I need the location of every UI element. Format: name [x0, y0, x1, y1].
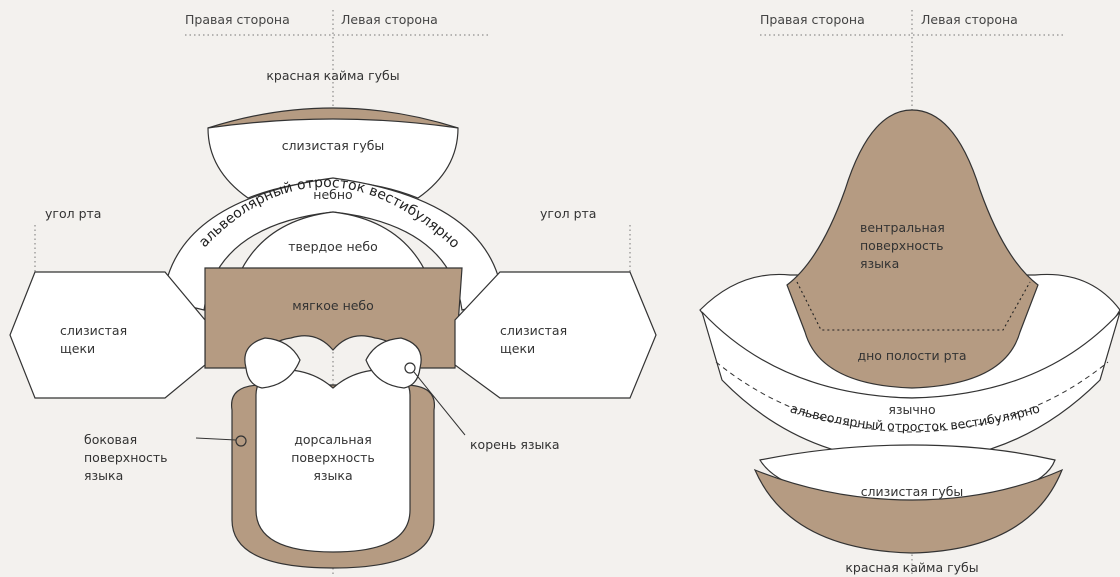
tongue-dorsal-line3: языка [313, 468, 352, 483]
left-header-right-side: Правая сторона [185, 12, 290, 27]
tongue-ventral-line2: поверхность [860, 238, 944, 253]
left-hard-palate-label: твердое небо [288, 239, 377, 254]
right-red-lip-border-label: красная кайма губы [845, 560, 978, 575]
right-lip-mucosa-label: слизистая губы [861, 484, 964, 499]
cheek-mucosa-left-line1: слизистая [500, 323, 567, 338]
mouth-floor-label: дно полости рта [857, 348, 966, 363]
right-diagram: Правая сторона Левая сторона вентральная… [700, 10, 1120, 575]
tongue-ventral-line1: вентральная [860, 220, 945, 235]
left-red-lip-border-label: красная кайма губы [266, 68, 399, 83]
cheek-mucosa-right-line1: слизистая [60, 323, 127, 338]
left-palate-label: небно [313, 187, 352, 202]
mouth-corner-left-label: угол рта [540, 206, 596, 221]
tongue-lateral-line3: языка [84, 468, 123, 483]
lingual-label: язычно [888, 402, 935, 417]
left-header-left-side: Левая сторона [341, 12, 438, 27]
tongue-lateral-line2: поверхность [84, 450, 168, 465]
right-header-left-side: Левая сторона [921, 12, 1018, 27]
left-soft-palate-label: мягкое небо [292, 298, 374, 313]
left-diagram: Правая сторона Левая сторона красная кай… [10, 10, 656, 575]
tongue-ventral-line3: языка [860, 256, 899, 271]
tongue-dorsal-line1: дорсальная [294, 432, 371, 447]
tongue-dorsal-line2: поверхность [291, 450, 375, 465]
tongue-lateral-line1: боковая [84, 432, 137, 447]
left-lip-mucosa-label: слизистая губы [282, 138, 385, 153]
cheek-mucosa-right-line2: щеки [60, 341, 95, 356]
right-header-right-side: Правая сторона [760, 12, 865, 27]
cheek-mucosa-left-line2: щеки [500, 341, 535, 356]
tongue-lateral-leader [196, 438, 236, 440]
mouth-corner-right-label: угол рта [45, 206, 101, 221]
tongue-root-label: корень языка [470, 437, 560, 452]
